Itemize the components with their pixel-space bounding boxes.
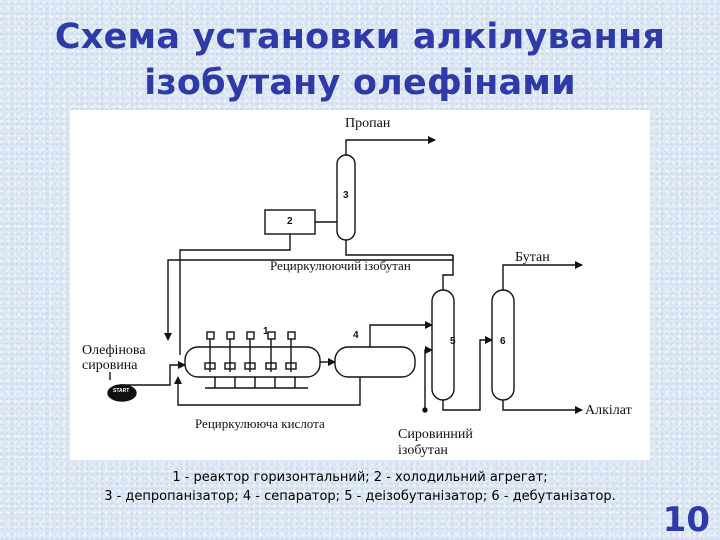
olefin-feed-line [120,361,186,386]
slide-title-line1: Схема установки алкілування [54,17,666,57]
label-alkylate: Алкілат [585,403,632,418]
equipment-number-4: 4 [353,330,359,341]
reactor-vessel [184,346,321,378]
equipment-number-3: 3 [343,190,349,201]
page-number: 10 [662,500,710,540]
label-recycle-isobutane: Рециркулюючий ізобутан [270,258,411,273]
recycle-acid-line [174,376,361,406]
caption-line2: 3 - депропанізатор; 4 - сепаратор; 5 - д… [104,489,616,504]
raw-isobutane-line [424,346,433,410]
equipment-number-1: 1 [263,326,269,337]
reactor-mixers [204,362,297,370]
pump-label: START [113,388,130,394]
label-olefin-feed-2: сировина [82,358,138,373]
slide-title-line2: ізобутану олефінами [144,63,576,103]
propane-line [345,136,436,155]
equipment-number-2: 2 [287,216,293,227]
label-olefin-feed-1: Олефінова [82,343,146,358]
label-recycle-acid: Рециркулююча кислота [195,416,325,431]
process-flow-drawing [107,136,583,414]
alkylate-line [502,400,583,414]
slide-title: Схема установки алкілування ізобутану ол… [0,14,720,106]
butane-line [502,261,583,290]
caption-line1: 1 - реактор горизонтальний; 2 - холодиль… [172,470,548,485]
label-propane: Пропан [345,116,391,131]
refrigeration-unit [264,209,316,235]
equipment-number-6: 6 [500,336,506,347]
separator-vessel [334,346,416,378]
reactor-nozzles [206,331,296,372]
process-flow-diagram: Пропан Бутан Рециркулюючий ізобутан Олеф… [70,110,650,460]
feed-pump [107,384,137,402]
diagram-caption: 1 - реактор горизонтальний; 2 - холодиль… [40,468,680,506]
label-butane: Бутан [515,250,550,265]
label-raw-isobutane-2: ізобутан [398,443,448,458]
equipment-number-5: 5 [450,336,456,347]
label-raw-isobutane-1: Сировинний [398,427,473,442]
